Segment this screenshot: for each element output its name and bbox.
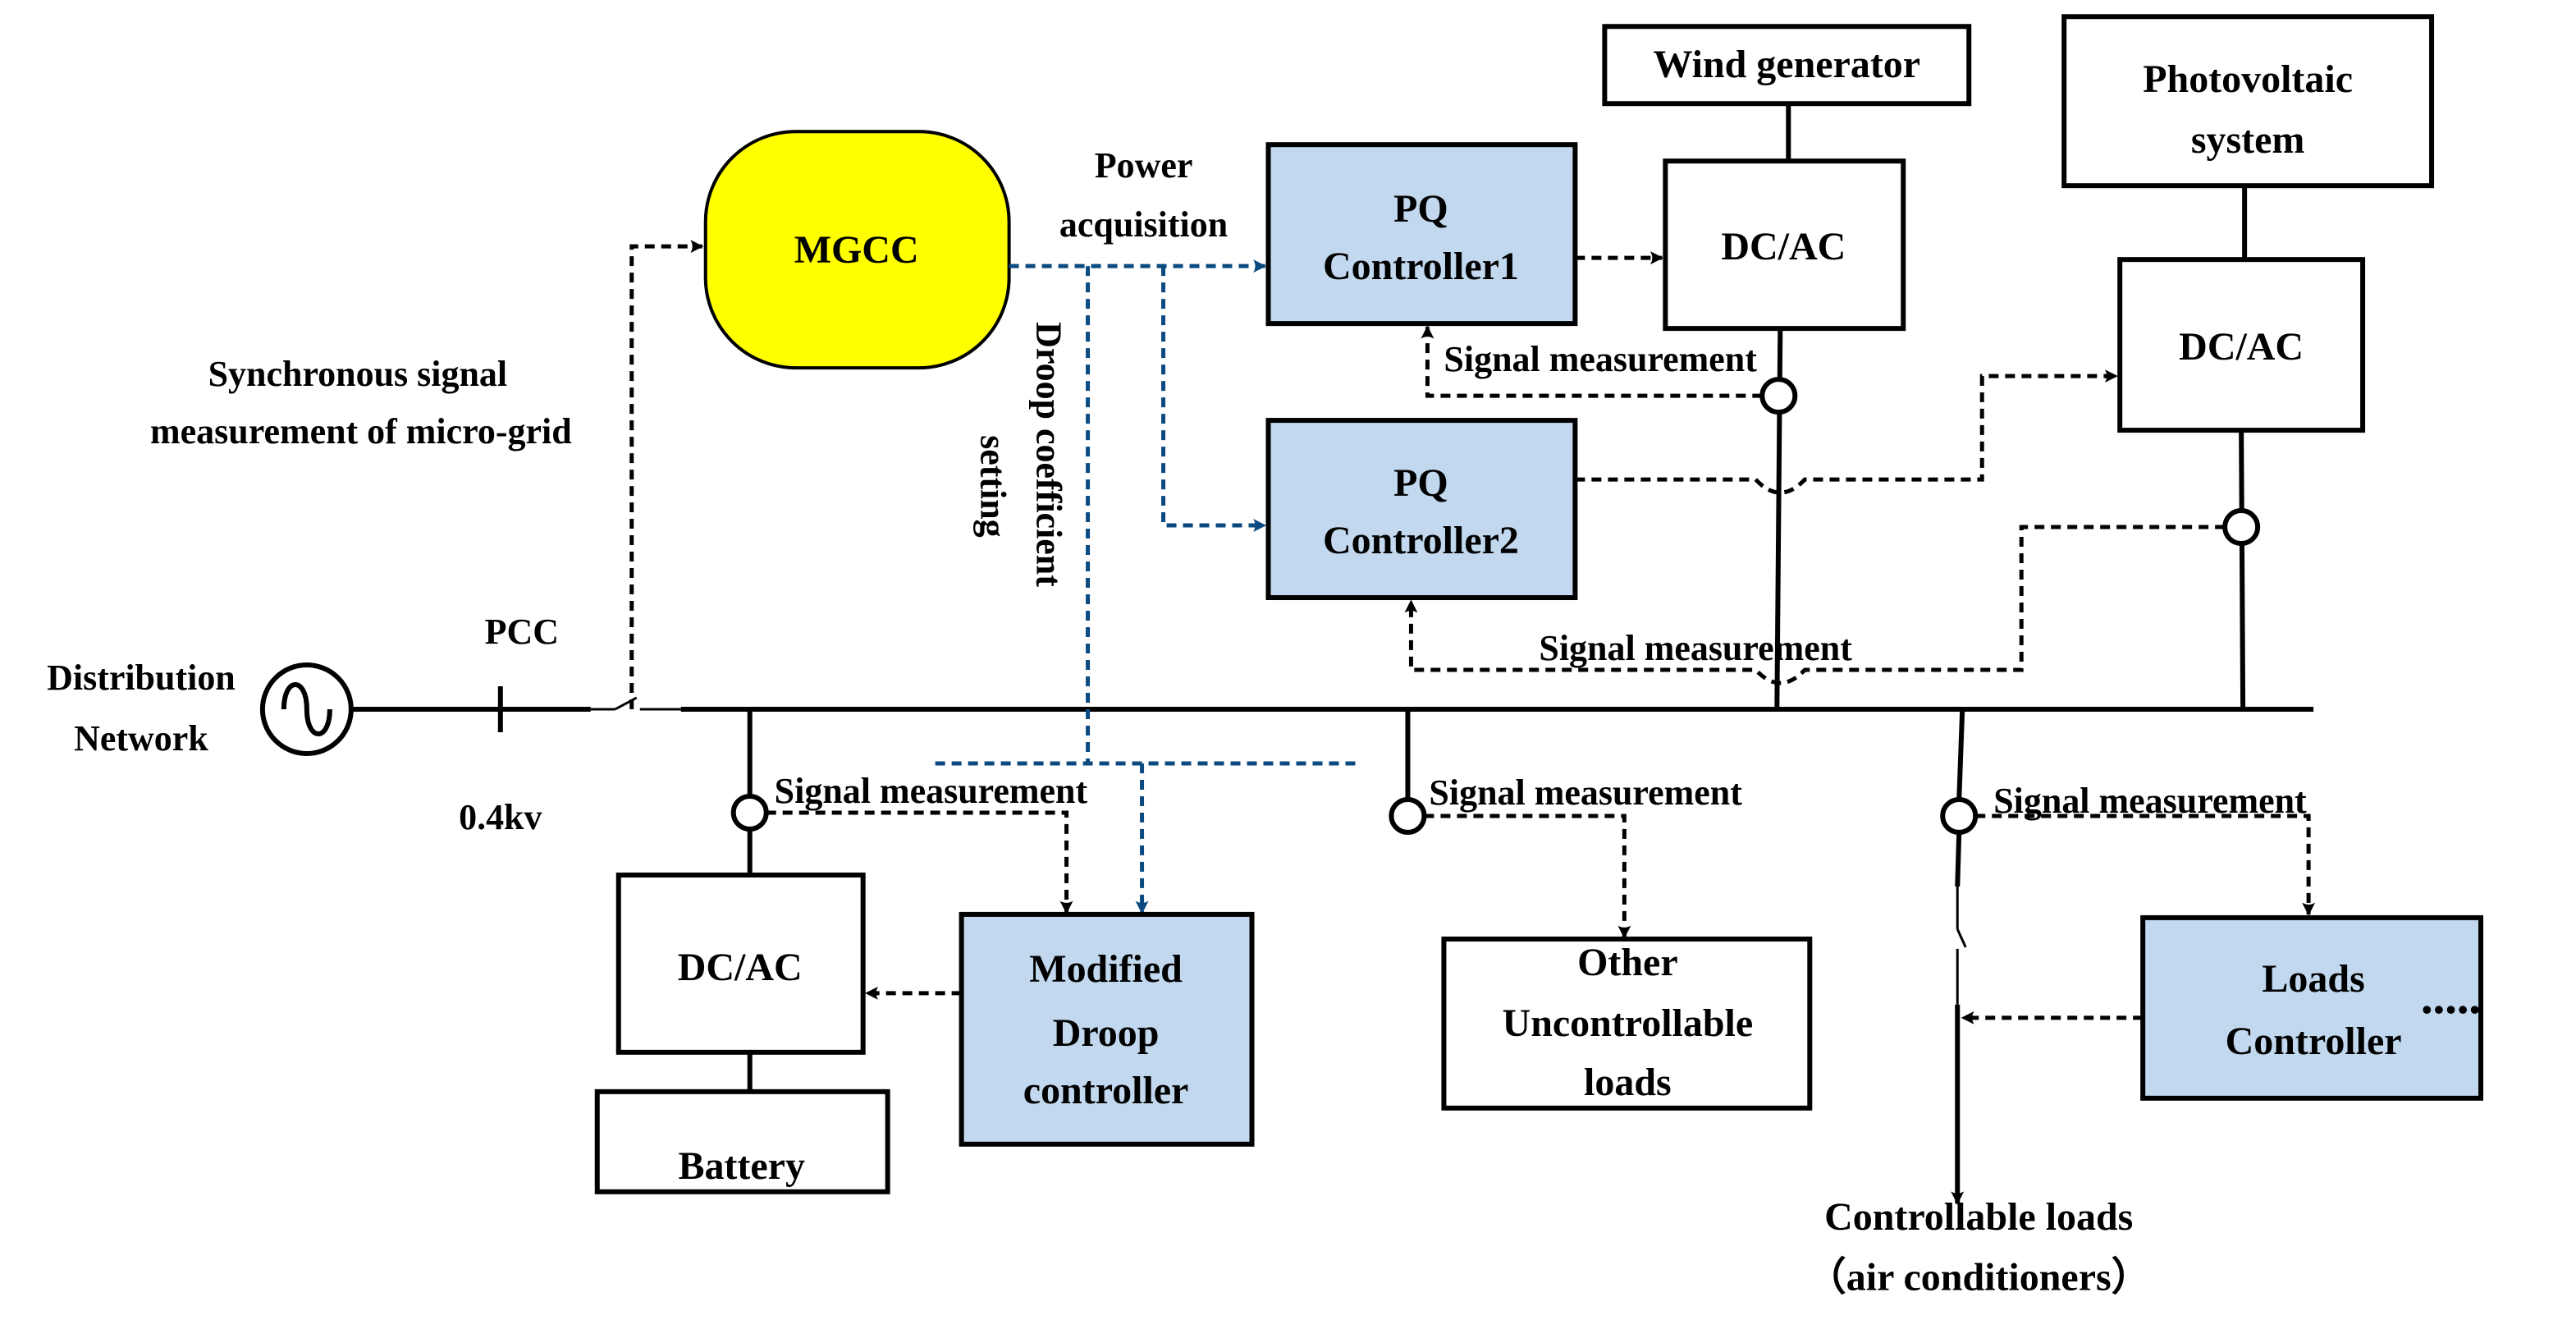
wind-generator[interactable]: Wind generator	[1602, 24, 1972, 107]
controllable-line-upper	[1955, 832, 1962, 887]
wind-measurement-node	[1759, 377, 1798, 415]
wind-signal-label: Signal measurement	[1444, 339, 1757, 379]
pv-dcac-label: DC/AC	[2179, 325, 2304, 369]
grid-connection: Distribution Network PCC 0.4kv	[47, 612, 2314, 837]
pv-bus-line	[2239, 430, 2246, 709]
wind-generator-label: Wind generator	[1654, 43, 1921, 86]
wind-dcac-box[interactable]	[1663, 158, 1906, 332]
storage-signal-label: Signal measurement	[775, 771, 1088, 811]
photovoltaic-system[interactable]: Photovoltaic system	[2061, 14, 2435, 189]
storage-dcac-box[interactable]	[615, 872, 866, 1055]
uncontrollable-loads-box[interactable]	[1441, 936, 1813, 1111]
pq2-label-1: PQ	[1393, 461, 1448, 505]
loads-controller-box[interactable]	[2140, 914, 2484, 1101]
controllable-loads-label-2: （air conditioners）	[1807, 1256, 2151, 1299]
uncontrollable-label-1: Other	[1577, 941, 1678, 984]
pcc-label: PCC	[485, 612, 559, 652]
distribution-network-label-2: Network	[74, 718, 208, 759]
pv-dcac-box[interactable]	[2117, 257, 2366, 433]
pv-measurement-node	[2222, 508, 2261, 547]
sine-wave-icon	[281, 682, 332, 736]
mgcc-box[interactable]	[703, 130, 1011, 370]
droop-controller-label-1: Modified	[1029, 947, 1183, 991]
controllable-bus-line	[1956, 708, 1965, 800]
pq1-label-2: Controller1	[1323, 245, 1519, 288]
loads-controller-label-2: Controller	[2226, 1020, 2402, 1063]
pv-converter[interactable]: DC/AC	[2117, 257, 2366, 433]
modified-droop-controller-box[interactable]	[959, 911, 1255, 1147]
sync-signal-line	[629, 240, 704, 709]
battery-label: Battery	[678, 1144, 805, 1188]
uncontrollable-signal-label: Signal measurement	[1429, 772, 1742, 813]
uncontrollable-label-3: loads	[1584, 1061, 1672, 1104]
pq2-label-2: Controller2	[1323, 519, 1519, 562]
controllable-signal-line	[1975, 814, 2316, 916]
uncontrollable-label-2: Uncontrollable	[1503, 1001, 1754, 1045]
pq1-label-1: PQ	[1393, 187, 1448, 231]
wind-generator-box[interactable]	[1602, 24, 1972, 107]
pq-controller-2[interactable]: PQ Controller2	[1265, 418, 1578, 601]
uncontrollable-signal-line	[1424, 814, 1631, 939]
pv-system-box[interactable]	[2061, 14, 2435, 189]
uncontrollable-measurement-node	[1389, 796, 1427, 835]
pq2-to-pv-dcac-line	[1575, 369, 2118, 495]
pv-label-2: system	[2191, 118, 2305, 162]
storage-converter[interactable]: DC/AC	[615, 872, 866, 1055]
controllable-switch-blade	[1956, 928, 1967, 948]
wind-converter[interactable]: DC/AC	[1663, 158, 1906, 332]
power-acquisition-label-2: acquisition	[1059, 204, 1228, 245]
droop-coefficient-label-1: Droop coefficient	[1029, 322, 1069, 587]
controllable-loads-label-1: Controllable loads	[1824, 1195, 2133, 1239]
sync-label-2: measurement of micro-grid	[150, 411, 572, 451]
voltage-label: 0.4kv	[459, 797, 542, 837]
pq-controller-1-box[interactable]	[1265, 142, 1578, 327]
pv-label-1: Photovoltaic	[2143, 57, 2353, 101]
loads-controller[interactable]: Loads Controller	[2140, 914, 2484, 1101]
droop-coefficient-label-2: setting	[973, 435, 1013, 538]
uncontrollable-loads[interactable]: Other Uncontrollable loads	[1441, 936, 1813, 1111]
pv-signal-label: Signal measurement	[1539, 628, 1852, 668]
pq-controller-1[interactable]: PQ Controller1	[1265, 142, 1578, 327]
controllable-measurement-node	[1940, 796, 1979, 835]
pq-controller-2-box[interactable]	[1265, 418, 1578, 601]
storage-signal-line	[766, 810, 1073, 914]
battery[interactable]: Battery	[594, 1089, 890, 1194]
droop-controller-label-2: Droop	[1053, 1011, 1160, 1055]
mgcc-label: MGCC	[794, 228, 919, 272]
loads-controller-label-1: Loads	[2262, 957, 2364, 1001]
wind-signal-line	[1421, 325, 1763, 398]
storage-measurement-node	[730, 793, 769, 832]
storage-dcac-label: DC/AC	[678, 946, 803, 989]
sync-label-1: Synchronous signal	[208, 354, 508, 394]
power-acquisition-line-pq2	[1161, 266, 1267, 533]
ellipsis-dots: •••••	[2422, 993, 2482, 1026]
power-acquisition-label-1: Power	[1095, 145, 1193, 186]
wind-dcac-label: DC/AC	[1721, 225, 1846, 268]
mgcc-block[interactable]: MGCC	[703, 130, 1011, 370]
droop-controller-label-3: controller	[1023, 1069, 1189, 1112]
distribution-network-label-1: Distribution	[47, 658, 236, 698]
battery-box[interactable]	[594, 1089, 890, 1194]
controllable-signal-label: Signal measurement	[1993, 781, 2307, 821]
modified-droop-controller[interactable]: Modified Droop controller	[959, 911, 1255, 1147]
